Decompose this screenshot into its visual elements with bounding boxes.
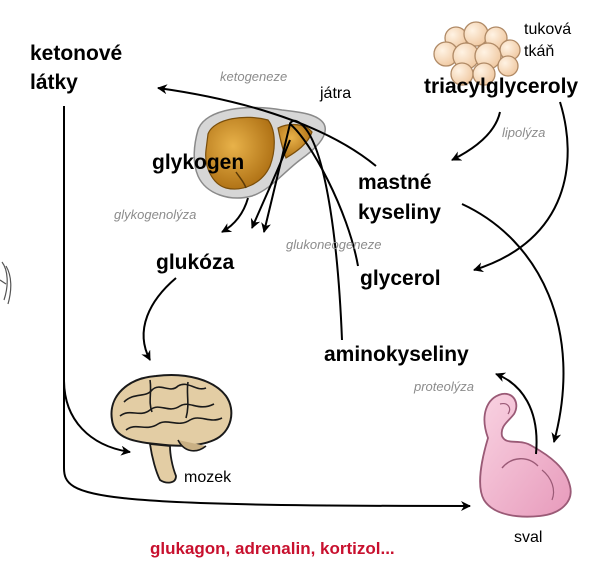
glucose-label: glukóza xyxy=(156,252,234,274)
ketone-bodies-label-line1: ketonové xyxy=(30,43,122,65)
muscle-illustration xyxy=(480,394,571,517)
ketogenesis-label: ketogeneze xyxy=(220,70,287,84)
proteolysis-label: proteolýza xyxy=(414,380,474,394)
arrow-glucose-brain xyxy=(144,278,176,360)
glycerol-label: glycerol xyxy=(360,268,441,290)
muscle-label: sval xyxy=(514,530,542,547)
brain-label: mozek xyxy=(184,470,231,487)
fatty-acids-label-line1: mastné xyxy=(358,172,432,194)
fat-tissue-label-line2: tkáň xyxy=(524,44,554,61)
hormones-label: glukagon, adrenalin, kortizol... xyxy=(150,540,395,558)
brain-illustration xyxy=(111,375,231,483)
glycogenolysis-label: glykogenolýza xyxy=(114,208,196,222)
fat-tissue-label-line1: tuková xyxy=(524,22,571,39)
body-outline-fragment xyxy=(0,262,11,304)
amino-acids-label: aminokyseliny xyxy=(324,344,469,366)
triacylglycerols-label: triacylglyceroly xyxy=(424,76,578,98)
liver-label: játra xyxy=(320,86,351,103)
arrow-lipolysis-fatty-acids xyxy=(452,112,500,160)
ketone-bodies-label-line2: látky xyxy=(30,72,78,94)
glycogen-label: glykogen xyxy=(152,152,244,174)
gluconeogenesis-label: glukoneogeneze xyxy=(286,238,381,252)
arrow-glycogenolysis xyxy=(222,198,248,232)
lipolysis-label: lipolýza xyxy=(502,126,545,140)
fatty-acids-label-line2: kyseliny xyxy=(358,202,441,224)
